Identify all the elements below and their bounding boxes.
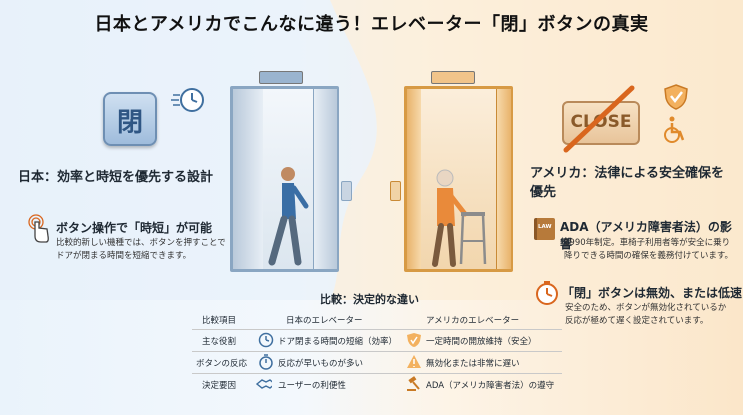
row-japan: ドア閉まる時間の短縮（効率） <box>278 337 398 347</box>
close-kanji-label: 閉 <box>116 108 143 138</box>
clock-icon <box>258 332 274 348</box>
gavel-icon <box>407 376 420 391</box>
walking-person-icon <box>268 167 309 266</box>
row-japan: 反応が早いものが多い <box>278 359 364 369</box>
close-button-label: CLOSE <box>570 112 632 132</box>
row-item: ボタンの反応 <box>196 359 248 369</box>
handshake-icon <box>256 379 272 389</box>
japan-elevator-left-door <box>233 89 264 269</box>
header-america: アメリカのエレベーター <box>426 316 520 326</box>
ada-text-1: 1990年制定。車椅子利用者等が安全に乗り <box>564 238 731 248</box>
row-america: 一定時間の開放維持（安全） <box>426 337 537 347</box>
japan-heading: 日本：効率と時短を優先する設計 <box>18 170 214 185</box>
wheelchair-icon <box>664 116 685 143</box>
america-heading: アメリカ：法律による安全確保を 優先 <box>530 164 735 202</box>
america-elevator-left-door <box>407 89 422 269</box>
japan-elevator-panel <box>341 181 352 201</box>
ada-text-2: 降りできる時間の確保を義務付けています。 <box>564 251 733 261</box>
row-america: 無効化または非常に遅い <box>426 359 520 369</box>
law-book-icon: LAW <box>534 218 555 240</box>
japan-elevator-right-door <box>313 89 337 269</box>
table-row: ボタンの反応 反応が早いものが多い 無効化または非常に遅い <box>192 351 562 374</box>
touch-hand-icon <box>28 214 49 243</box>
japan-feature-text-1: 比較的新しい機種では、ボタンを押すことで <box>56 238 226 248</box>
america-elevator-right-door <box>496 89 511 269</box>
america-heading-line-2: 優先 <box>530 185 557 200</box>
japan-feature-title: ボタン操作で「時短」が可能 <box>56 221 213 235</box>
elderly-walker-person-icon <box>432 169 487 267</box>
close-disabled-text-1: 安全のため、ボタンが無効化されているか <box>565 303 727 313</box>
safety-shield-icon <box>664 84 688 110</box>
row-japan: ユーザーの利便性 <box>278 381 346 391</box>
japan-floor-indicator <box>259 71 303 84</box>
close-disabled-text-2: 反応が極めて遅く設定されています。 <box>565 316 709 326</box>
prohibited-slash-icon <box>563 85 635 153</box>
japan-close-button-icon: 閉 <box>103 92 157 146</box>
ada-title: ADA（アメリカ障害者法）の影響 <box>560 220 732 251</box>
america-floor-indicator <box>431 71 475 84</box>
law-book-label: LAW <box>538 224 552 230</box>
stopwatch-icon <box>171 88 204 112</box>
japan-feature-text-2: ドアが閉まる時間を短縮できます。 <box>56 251 192 261</box>
page-title: 日本とアメリカでこんなに違う！エレベーター「閉」ボタンの真実 <box>94 14 649 35</box>
warning-icon <box>407 355 421 368</box>
table-row: 主な役割 ドア閉まる時間の短縮（効率） 一定時間の開放維持（安全） <box>192 329 562 352</box>
row-item: 主な役割 <box>202 337 237 347</box>
table-row: 決定要因 ユーザーの利便性 ADA（アメリカ障害者法）の遵守 <box>192 373 562 396</box>
header-item: 比較項目 <box>202 316 237 326</box>
america-elevator-panel <box>390 181 401 201</box>
slow-timer-icon <box>536 281 558 305</box>
row-item: 決定要因 <box>202 381 237 391</box>
table-header-row: 比較項目 日本のエレベーター アメリカのエレベーター <box>192 309 562 331</box>
america-heading-line-1: アメリカ：法律による安全確保を <box>530 166 724 181</box>
header-japan: 日本のエレベーター <box>286 316 363 326</box>
row-america: ADA（アメリカ障害者法）の遵守 <box>426 381 555 391</box>
stopwatch-icon <box>259 354 273 370</box>
america-elevator <box>404 86 513 272</box>
comparison-title: 比較：決定的な違い <box>320 293 419 306</box>
america-close-button-icon: CLOSE <box>562 101 640 145</box>
close-disabled-title: 「閉」ボタンは無効、または低速 <box>562 286 743 300</box>
shield-check-icon <box>407 333 421 347</box>
